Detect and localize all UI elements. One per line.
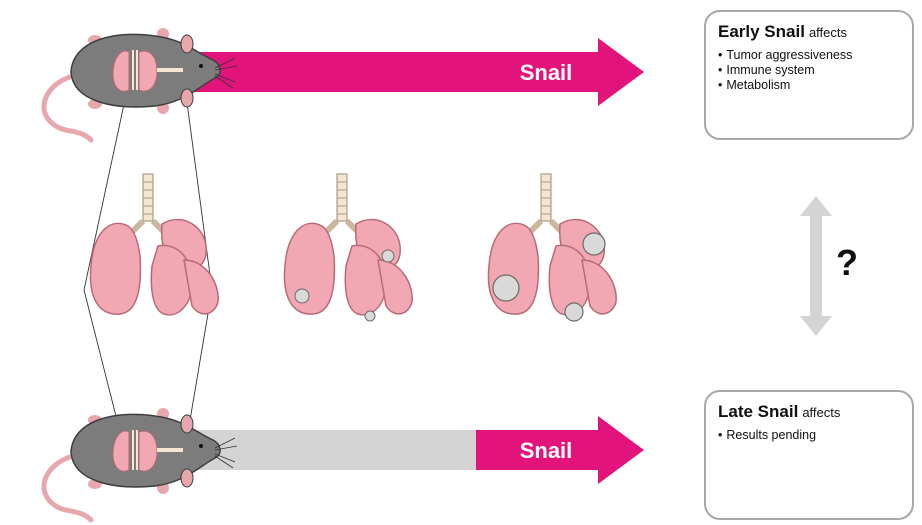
list-item: Tumor aggressiveness (718, 48, 900, 63)
top-snail-arrow: Snail (182, 38, 644, 106)
late-box-list: Results pending (718, 428, 900, 443)
early-snail-box: Early Snail affects Tumor aggressiveness … (704, 10, 914, 140)
question-mark: ? (836, 242, 858, 284)
lungs-stage-2 (284, 174, 412, 321)
bottom-arrow-label: Snail (520, 438, 573, 463)
late-box-title: Late Snail affects (718, 402, 900, 422)
late-box-title-text: Late Snail (718, 402, 798, 421)
bottom-snail-arrow: Snail (190, 416, 644, 484)
pending-gray-bar (190, 430, 480, 470)
list-item: Metabolism (718, 78, 900, 93)
early-box-title-suffix: affects (809, 25, 847, 40)
tumor-nodule (493, 275, 519, 301)
early-box-title-text: Early Snail (718, 22, 805, 41)
early-box-list: Tumor aggressiveness Immune system Metab… (718, 48, 900, 93)
lungs-stage-3 (488, 174, 616, 321)
tumor-nodule (365, 311, 375, 321)
tumor-nodule (382, 250, 394, 262)
comparison-double-arrow (800, 196, 832, 336)
top-arrow-label: Snail (520, 60, 573, 85)
tumor-nodule (565, 303, 583, 321)
early-box-title: Early Snail affects (718, 22, 900, 42)
list-item: Immune system (718, 63, 900, 78)
list-item: Results pending (718, 428, 900, 443)
tumor-nodule (295, 289, 309, 303)
late-snail-box: Late Snail affects Results pending (704, 390, 914, 520)
late-box-title-suffix: affects (802, 405, 840, 420)
tumor-nodule (583, 233, 605, 255)
